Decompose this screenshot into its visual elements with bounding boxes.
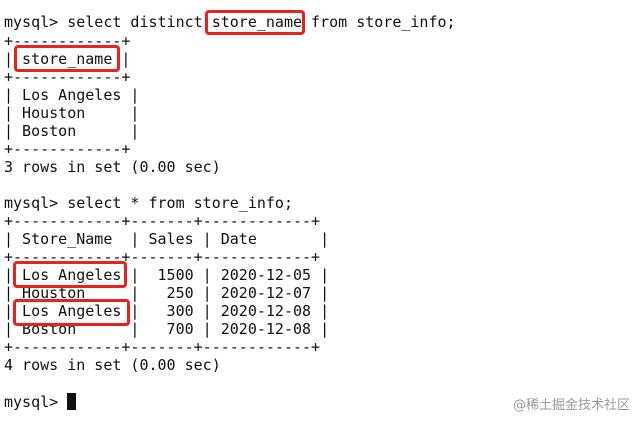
highlight-box-row-los-angeles-1 — [13, 261, 127, 288]
terminal-line: | Houston | 250 | 2020-12-07 | — [4, 284, 330, 302]
text-cursor — [67, 393, 76, 410]
terminal-prompt[interactable]: mysql> — [4, 393, 68, 411]
terminal-line: 4 rows in set (0.00 sec) — [4, 356, 221, 374]
terminal-line: mysql> select * from store_info; — [4, 194, 293, 212]
terminal-line: +------------+ — [4, 68, 131, 86]
highlight-box-query-store-name — [205, 10, 305, 35]
terminal-line: | Los Angeles | 300 | 2020-12-08 | — [4, 302, 330, 320]
terminal-line: mysql> select distinct store_name from s… — [4, 13, 456, 31]
terminal-line: +------------+-------+------------+ — [4, 338, 321, 356]
terminal-line: 3 rows in set (0.00 sec) — [4, 158, 221, 176]
terminal-line: +------------+-------+------------+ — [4, 212, 321, 230]
terminal-line: | Los Angeles | 1500 | 2020-12-05 | — [4, 266, 330, 284]
watermark: @稀土掘金技术社区 — [512, 398, 630, 413]
highlight-box-header-store-name — [14, 45, 120, 72]
terminal-line: | Store_Name | Sales | Date | — [4, 230, 330, 248]
terminal-line: | Boston | — [4, 122, 140, 140]
terminal-line: +------------+ — [4, 140, 131, 158]
terminal-line: | Houston | — [4, 104, 140, 122]
terminal-line: | store_name | — [4, 50, 131, 68]
highlight-box-row-los-angeles-3 — [13, 299, 130, 326]
terminal-line: | Los Angeles | — [4, 86, 140, 104]
